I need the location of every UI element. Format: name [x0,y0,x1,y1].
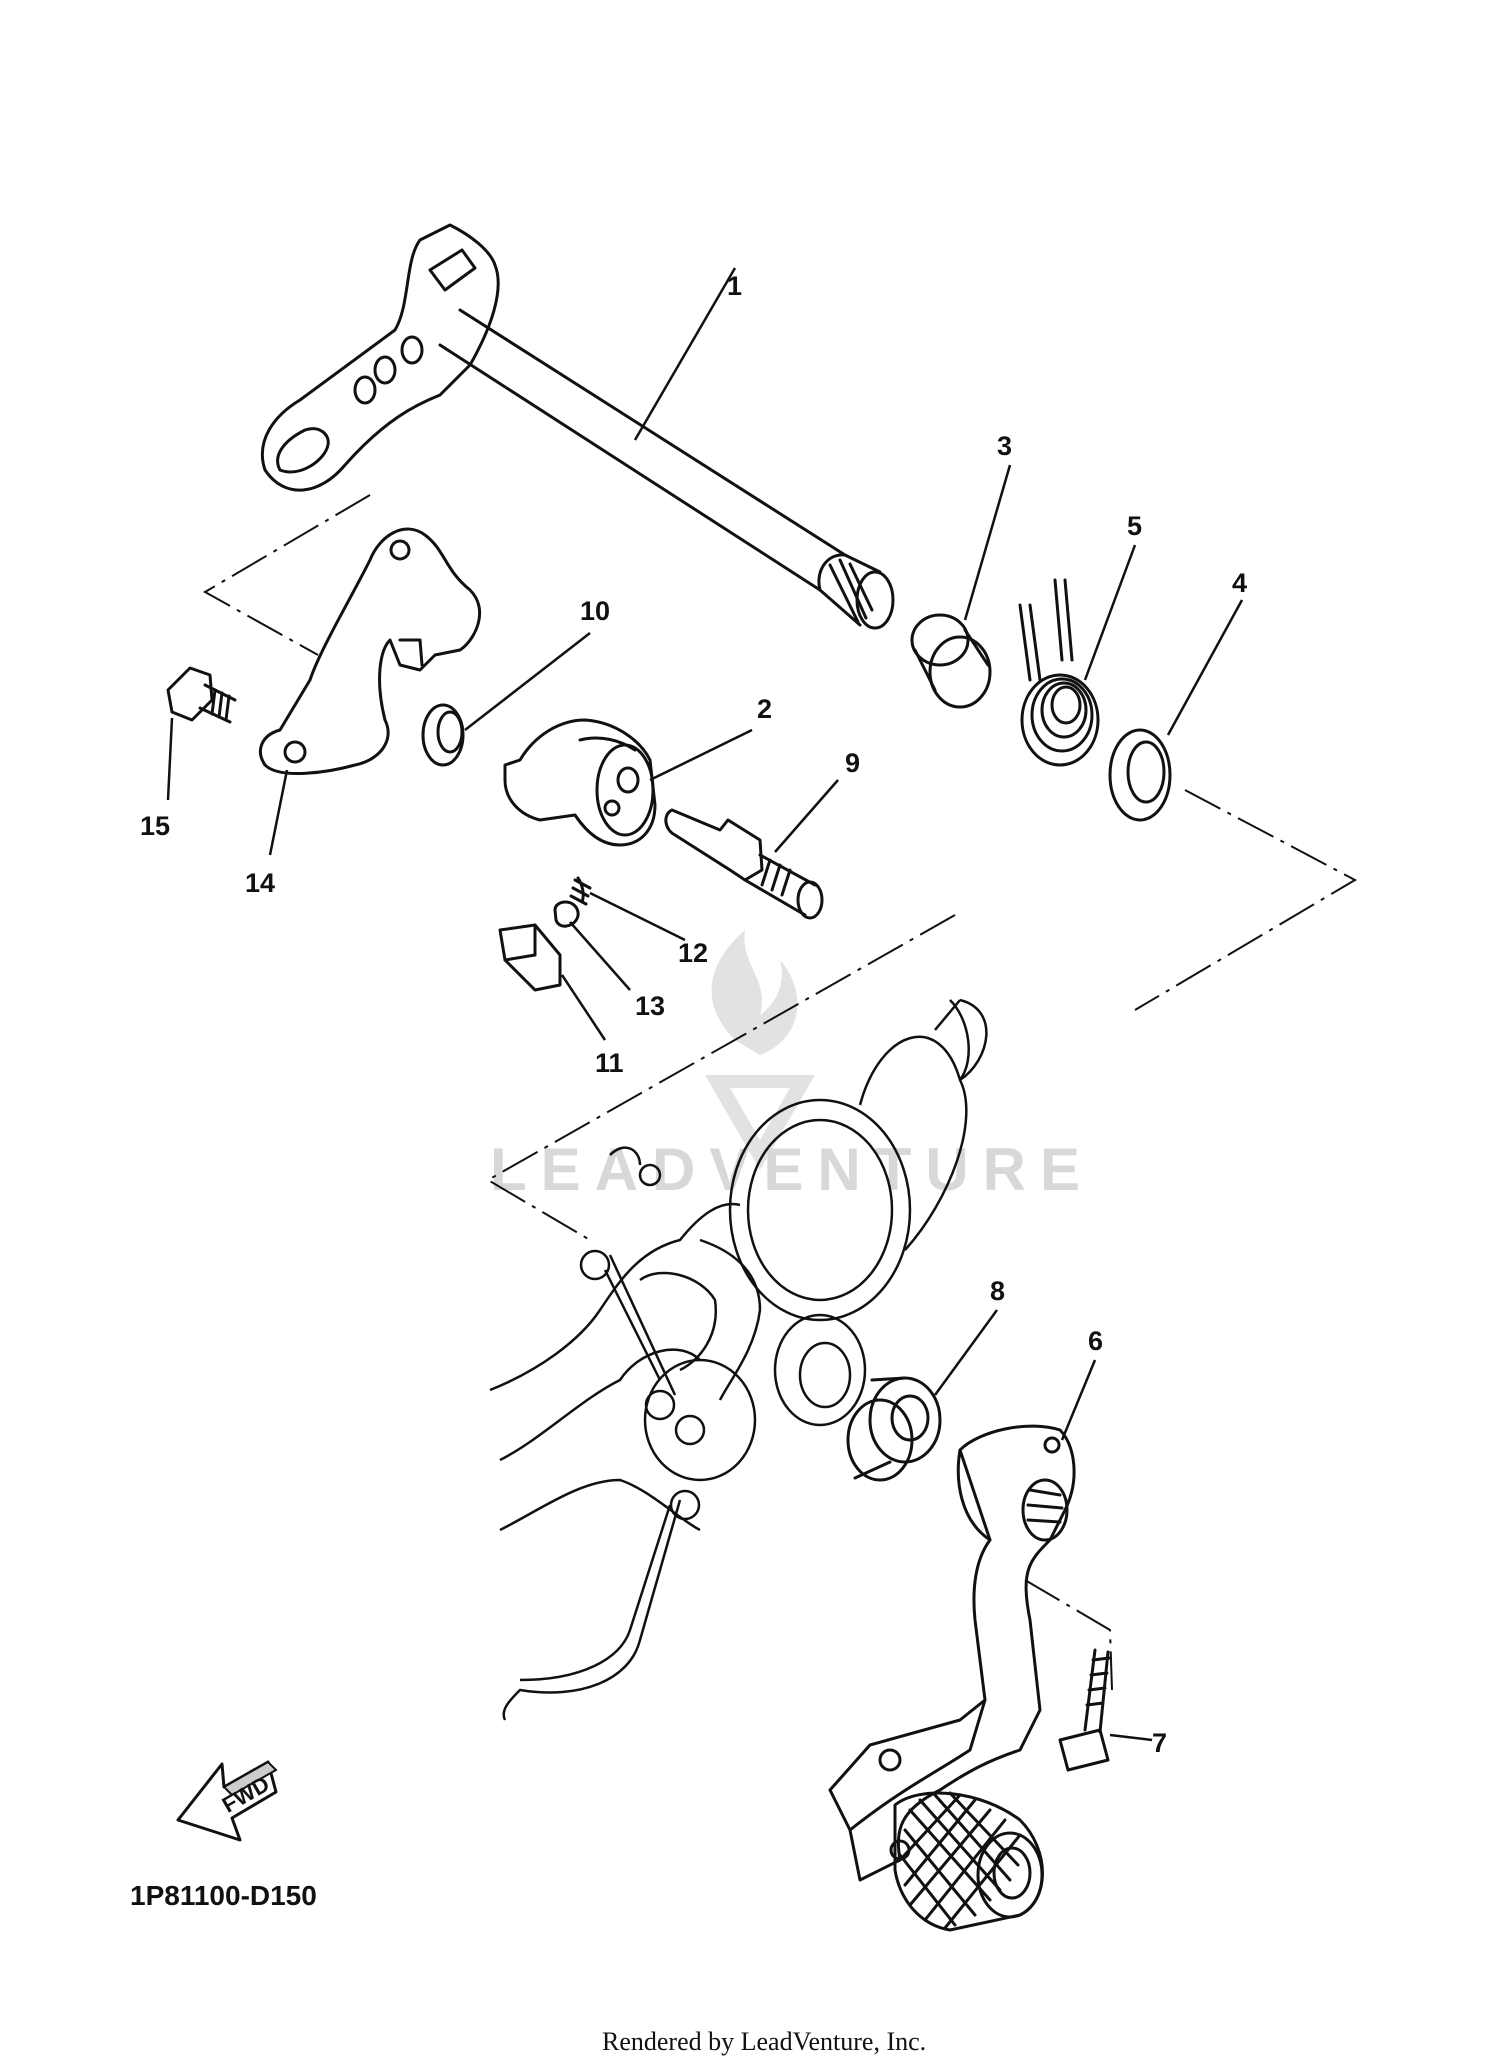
leader-lines [166,267,1244,1742]
shift-pedal-part-6 [828,1424,1076,1882]
callout-4: 4 [1232,568,1247,598]
oil-seal-part-8 [846,1376,942,1482]
pedal-tip [889,1791,1044,1932]
block-part-11 [498,923,562,992]
collar-part-3 [910,613,992,709]
stopper-lever-part-14 [259,527,482,775]
assembly-lines [202,494,1358,1691]
callout-10: 10 [580,596,610,626]
callout-labels: 1 2 3 4 5 6 7 8 9 10 11 12 13 14 15 [140,271,1247,1758]
callout-8: 8 [990,1276,1005,1306]
spring-part-5 [1018,578,1100,767]
callout-7: 7 [1152,1728,1167,1758]
footer-credit: Rendered by LeadVenture, Inc. [602,2027,926,2056]
crankcase-outline [489,998,988,1721]
callout-15: 15 [140,811,170,841]
washer-part-4 [1108,728,1172,822]
bolt-part-7 [1058,1648,1111,1772]
callout-6: 6 [1088,1326,1103,1356]
callout-12: 12 [678,938,708,968]
callout-3: 3 [997,431,1012,461]
callout-2: 2 [757,694,772,724]
washer-part-10 [421,703,465,767]
watermark-text: LEADVENTURE [490,1136,1094,1203]
bolt-part-15 [166,666,237,724]
part-code: 1P81100-D150 [130,1880,317,1911]
shift-segment-part-2 [503,718,657,847]
callout-5: 5 [1127,511,1142,541]
pin-part-13 [553,900,580,928]
shift-shaft-part-1 [260,223,895,630]
callout-9: 9 [845,748,860,778]
bolt-part-9 [664,808,824,920]
watermark-logo-icon [705,930,815,1170]
leadventure-watermark: LEADVENTURE [490,930,1094,1203]
callout-13: 13 [635,991,665,1021]
callout-11: 11 [595,1048,624,1078]
fwd-arrow-icon: FWD [176,1760,278,1842]
callout-14: 14 [245,868,275,898]
callout-1: 1 [727,271,742,301]
spring-part-12 [569,876,592,906]
